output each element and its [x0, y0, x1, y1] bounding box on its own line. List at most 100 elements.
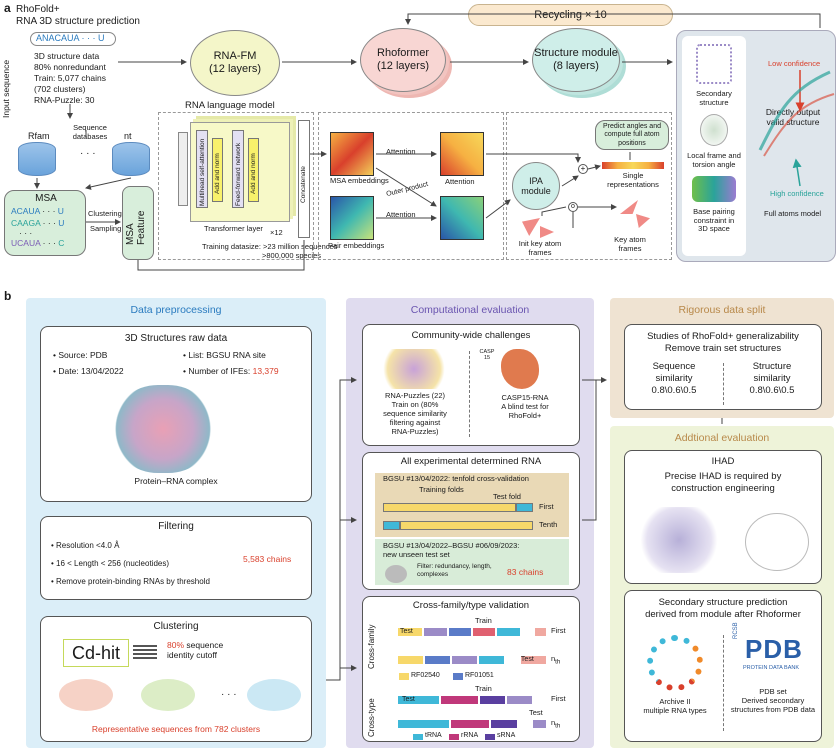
ipa-module-node: IPA module	[512, 162, 560, 210]
additional-title: Addtional evaluation	[674, 432, 770, 444]
crossfamily-title: Cross-family/type validation	[412, 600, 530, 611]
sampling-label: Sampling	[90, 224, 122, 233]
puzzles-l2: Train on (80%	[391, 400, 439, 409]
single-repr-l1: Single	[622, 171, 644, 180]
ss-l1: Secondary	[696, 89, 732, 98]
community-title: Community-wide challenges	[411, 330, 531, 341]
trna-swatch	[413, 734, 423, 740]
msa-row: · · ·	[19, 228, 33, 238]
puzzles-l1: RNA-Puzzles (22)	[384, 391, 445, 400]
data-line: 3D structure data	[34, 51, 100, 61]
rf01051-label: RF01051	[465, 672, 494, 679]
msa-row-dots: · · ·	[42, 218, 56, 228]
sequence-example: ANACAUA · · · U	[30, 32, 116, 46]
compose-circle-icon: o	[568, 202, 578, 212]
cdhit-lines-icon	[133, 645, 157, 659]
rcsb-label: RCSB	[733, 622, 739, 639]
ihad-l2: construction engineering	[671, 482, 775, 494]
nt-database-icon	[112, 142, 150, 176]
panel-b-letter: b	[4, 289, 12, 303]
pair-embeddings-label: Pair embeddings	[328, 241, 385, 250]
attention-label-1: Attention	[386, 147, 416, 156]
ihad-l1: Precise IHAD is required by	[664, 471, 782, 482]
nth-n: n	[551, 718, 556, 727]
ss-title-l2: derived from module after Rhoformer	[645, 608, 801, 620]
predict-angles-l3: positions	[618, 139, 646, 147]
predict-angles-box: Predict angles and compute full atom pos…	[595, 120, 669, 150]
attention-label-3: Attention	[386, 210, 416, 219]
rnafm-sub: (12 layers)	[209, 63, 261, 75]
msa-row: CAAGA · · · U	[11, 218, 64, 229]
filter-note-l2: complexes	[417, 570, 449, 578]
transformer-input-bar	[178, 132, 188, 206]
rfam-database-icon	[18, 142, 56, 176]
str-sim-l2: similarity	[753, 372, 791, 384]
msa-row: UCAUA · · · C	[11, 238, 64, 249]
chains-5583: 5,583 chains	[243, 554, 292, 564]
trna-label: tRNA	[425, 732, 442, 739]
puzzles-text: RNA-Puzzles (22)Train on (80%sequence si…	[367, 391, 463, 436]
bgsu-unseen: BGSU #13/04/2022–BGSU #06/09/2023:new un…	[383, 541, 519, 559]
train-label-1: Train	[475, 616, 492, 625]
casp15-image	[501, 349, 539, 389]
transformer-layer-label: Transformer layer	[204, 224, 263, 233]
test-fold-label: Test fold	[493, 492, 521, 501]
secondary-structure-icon	[696, 44, 732, 84]
rnafm-node: RNA-FM (12 layers)	[190, 30, 280, 96]
casp-l3: RhoFold+	[508, 411, 542, 420]
data-line: RNA-Puzzle: 30	[34, 95, 95, 105]
ipa-l1: IPA	[529, 175, 543, 186]
crossfamily-first-bar: Test	[397, 627, 547, 637]
rhoformer-node: Rhoformer (12 layers)	[360, 28, 446, 92]
chains-83: 83 chains	[507, 567, 544, 577]
casp-logo-num: 15	[483, 355, 491, 362]
filter-note: Filter: redundancy, length,complexes	[417, 563, 492, 579]
recycling-label: Recycling × 10	[468, 4, 673, 26]
output-features-col	[682, 36, 746, 256]
archive-l1: Archive II	[659, 697, 691, 706]
concatenate-block: Concatenate	[298, 120, 310, 238]
msa-embedding-grid-1	[330, 132, 374, 176]
ifes-item: Number of IFEs: 13,379	[183, 366, 278, 377]
rf02540-swatch	[399, 673, 409, 680]
studies-l1: Studies of RhoFold+ generalizability	[647, 331, 799, 342]
nth-label-2: nth	[551, 718, 560, 730]
rhoformer-title: Rhoformer	[377, 47, 429, 60]
representative-label: Representative sequences from 782 cluste…	[91, 724, 261, 734]
key-atom-l1: Key atom	[614, 235, 646, 244]
seq-db-l2: databases	[72, 131, 108, 141]
single-representation-bar	[602, 162, 664, 169]
unseen-structure-image	[385, 565, 407, 583]
ss-divider	[723, 635, 724, 731]
concatenate-label: Concatenate	[300, 166, 307, 203]
crossfamily-box: Cross-family/type validation Cross-famil…	[362, 596, 580, 742]
clustering-title: Clustering	[153, 621, 199, 632]
test-segment: Test	[397, 695, 441, 705]
pdb-bank-label: PROTEIN DATA BANK	[743, 665, 800, 671]
compeval-title: Computational evaluation	[410, 304, 530, 316]
crosstype-first-bar: Test	[397, 695, 548, 705]
train-label-2: Train	[475, 684, 492, 693]
rigorous-title: Rigorous data split	[678, 304, 766, 316]
lf-l1: Local frame and	[687, 151, 741, 160]
do-l2: valid structure	[766, 116, 820, 127]
unseen-region	[375, 539, 569, 585]
casp-l2: A blind test for	[501, 402, 549, 411]
complex-label: Protein–RNA complex	[134, 476, 218, 486]
studies-l2: Remove train set structures	[664, 342, 782, 354]
cdhit-label: Cd-hit	[63, 639, 129, 667]
ipa-l2: module	[521, 186, 551, 196]
filter-item: Remove protein-binding RNAs by threshold	[51, 577, 210, 586]
msa-box: MSA ACAUA · · · U CAAGA · · · U · · · UC…	[4, 190, 86, 256]
